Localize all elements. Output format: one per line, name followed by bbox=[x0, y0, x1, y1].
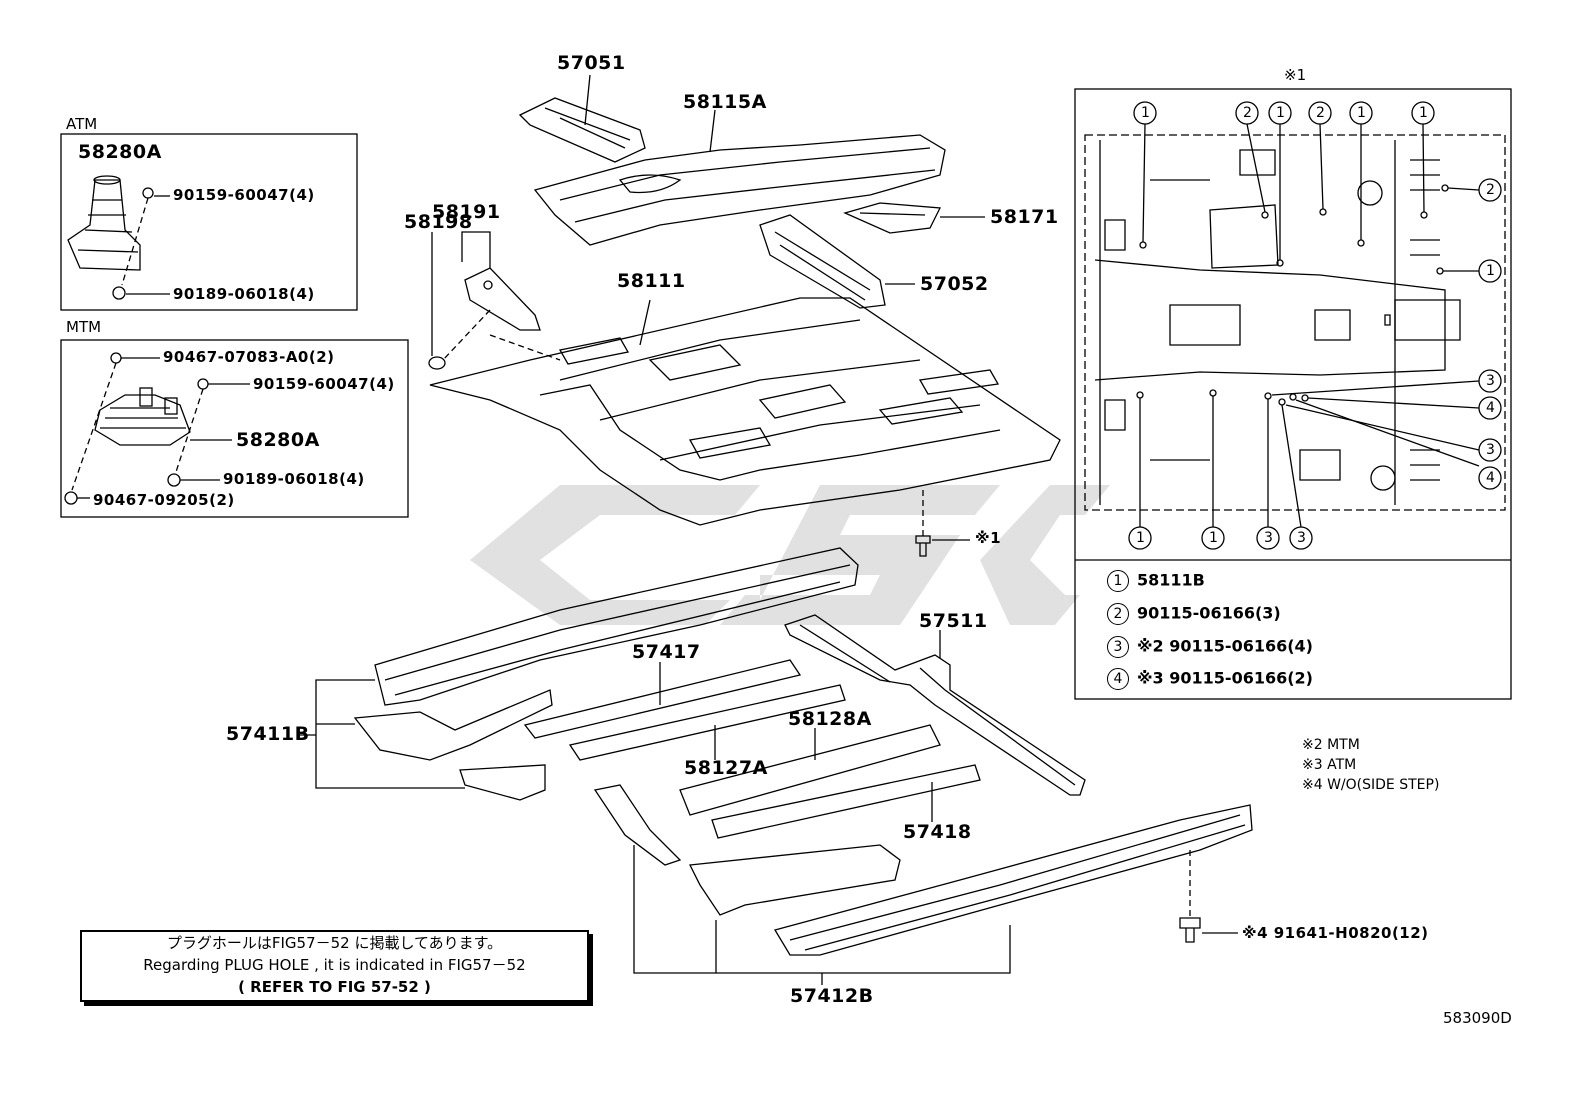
inset-marker-top-1: 1 bbox=[1141, 105, 1150, 121]
inset-legend-row-3[interactable]: 3 ※2 90115-06166(4) bbox=[1107, 636, 1313, 658]
part-label-58128A[interactable]: 58128A bbox=[788, 708, 872, 730]
inset-floor-drawing bbox=[1084, 101, 1506, 550]
part-label-57418[interactable]: 57418 bbox=[903, 821, 972, 843]
part-57411B-drawing bbox=[298, 547, 859, 801]
legend-num-1: 1 bbox=[1107, 570, 1129, 592]
part-label-57052[interactable]: 57052 bbox=[920, 273, 989, 295]
atm-box-title: ATM bbox=[66, 115, 98, 133]
inset-marker-top-5: 1 bbox=[1357, 105, 1366, 121]
inset-legend-row-4[interactable]: 4 ※3 90115-06166(2) bbox=[1107, 668, 1313, 690]
inset-box-frame bbox=[1074, 88, 1512, 700]
watermark-logo bbox=[470, 485, 1110, 625]
bolt-ref1-drawing bbox=[915, 490, 970, 557]
inset-legend-row-1[interactable]: 1 58111B bbox=[1107, 570, 1205, 592]
part-label-58127A[interactable]: 58127A bbox=[684, 757, 768, 779]
footnote-mtm: ※2 MTM bbox=[1302, 737, 1360, 753]
footnote-side-step: ※4 W/O(SIDE STEP) bbox=[1302, 777, 1440, 793]
inset-marker-right-2: 1 bbox=[1486, 263, 1495, 279]
plug-hole-note-box: プラグホールはFIG57－52 に掲載してあります。 Regarding PLU… bbox=[80, 930, 589, 1002]
part-label-57411B[interactable]: 57411B bbox=[226, 723, 310, 745]
mtm-shift-boot-drawing bbox=[64, 352, 250, 505]
part-57511-drawing bbox=[784, 614, 1086, 796]
part-58128A-drawing bbox=[679, 724, 981, 839]
atm-box-frame bbox=[60, 133, 358, 311]
part-label-58171[interactable]: 58171 bbox=[990, 206, 1059, 228]
part-57412B-drawing bbox=[593, 784, 1253, 985]
inset-marker-right-6: 4 bbox=[1486, 470, 1495, 486]
inset-legend-row-2[interactable]: 2 90115-06166(3) bbox=[1107, 603, 1281, 625]
part-label-57412B[interactable]: 57412B bbox=[790, 985, 874, 1007]
part-58111-drawing bbox=[429, 297, 1061, 526]
inset-marker-top-4: 2 bbox=[1316, 105, 1325, 121]
diagram-code: 583090D bbox=[1443, 1009, 1512, 1027]
inset-title: ※1 bbox=[1284, 66, 1307, 84]
note-line-refer[interactable]: ( REFER TO FIG 57-52 ) bbox=[238, 978, 431, 996]
mtm-clip-bottom-label[interactable]: 90467-09205(2) bbox=[93, 491, 235, 509]
part-57052-drawing bbox=[759, 214, 915, 309]
part-label-58198[interactable]: 58198 bbox=[404, 211, 473, 233]
atm-part-58280A[interactable]: 58280A bbox=[78, 141, 162, 163]
atm-screw-label[interactable]: 90159-60047(4) bbox=[173, 186, 315, 204]
legend-num-2: 2 bbox=[1107, 603, 1129, 625]
legend-num-3: 3 bbox=[1107, 636, 1129, 658]
footnote-atm: ※3 ATM bbox=[1302, 757, 1357, 773]
legend-text-2: 90115-06166(3) bbox=[1137, 603, 1281, 623]
part-label-58191[interactable]: 58191 bbox=[432, 201, 501, 223]
legend-text-3: ※2 90115-06166(4) bbox=[1137, 636, 1313, 656]
part-label-57511[interactable]: 57511 bbox=[919, 610, 988, 632]
bolt-ref1-label[interactable]: ※1 bbox=[975, 529, 1002, 547]
mtm-box-frame bbox=[60, 339, 409, 518]
mtm-screw-label[interactable]: 90159-60047(4) bbox=[253, 375, 395, 393]
bolt-side-step-label[interactable]: ※4 91641-H0820(12) bbox=[1242, 924, 1429, 942]
inset-marker-top-3: 1 bbox=[1276, 105, 1285, 121]
part-58171-drawing bbox=[843, 202, 985, 234]
inset-marker-bottom-3: 3 bbox=[1264, 530, 1273, 546]
mtm-clip-top-label[interactable]: 90467-07083-A0(2) bbox=[163, 348, 335, 366]
inset-marker-right-1: 2 bbox=[1486, 182, 1495, 198]
part-58191-drawing bbox=[428, 231, 561, 370]
legend-num-4: 4 bbox=[1107, 668, 1129, 690]
mtm-box-title: MTM bbox=[66, 318, 102, 336]
inset-marker-top-6: 1 bbox=[1419, 105, 1428, 121]
atm-nut-label[interactable]: 90189-06018(4) bbox=[173, 285, 315, 303]
inset-marker-right-4: 4 bbox=[1486, 400, 1495, 416]
inset-marker-bottom-4: 3 bbox=[1297, 530, 1306, 546]
part-label-57417[interactable]: 57417 bbox=[632, 641, 701, 663]
mtm-nut-label[interactable]: 90189-06018(4) bbox=[223, 470, 365, 488]
part-57051-drawing bbox=[518, 74, 646, 163]
bolt-side-step-drawing bbox=[1179, 850, 1238, 943]
note-line-jp: プラグホールはFIG57－52 に掲載してあります。 bbox=[166, 934, 503, 952]
part-58115A-drawing bbox=[533, 109, 946, 246]
mtm-part-58280A[interactable]: 58280A bbox=[236, 429, 320, 451]
inset-marker-bottom-1: 1 bbox=[1136, 530, 1145, 546]
note-line-en: Regarding PLUG HOLE , it is indicated in… bbox=[143, 956, 526, 974]
part-label-57051[interactable]: 57051 bbox=[557, 52, 626, 74]
part-label-58111[interactable]: 58111 bbox=[617, 270, 686, 292]
inset-marker-right-5: 3 bbox=[1486, 442, 1495, 458]
part-57417-drawing bbox=[523, 659, 846, 761]
part-label-58115A[interactable]: 58115A bbox=[683, 91, 767, 113]
atm-shift-boot-drawing bbox=[67, 175, 170, 300]
legend-text-4: ※3 90115-06166(2) bbox=[1137, 668, 1313, 688]
inset-marker-bottom-2: 1 bbox=[1209, 530, 1218, 546]
inset-marker-top-2: 2 bbox=[1243, 105, 1252, 121]
legend-text-1: 58111B bbox=[1137, 570, 1205, 590]
inset-marker-right-3: 3 bbox=[1486, 373, 1495, 389]
